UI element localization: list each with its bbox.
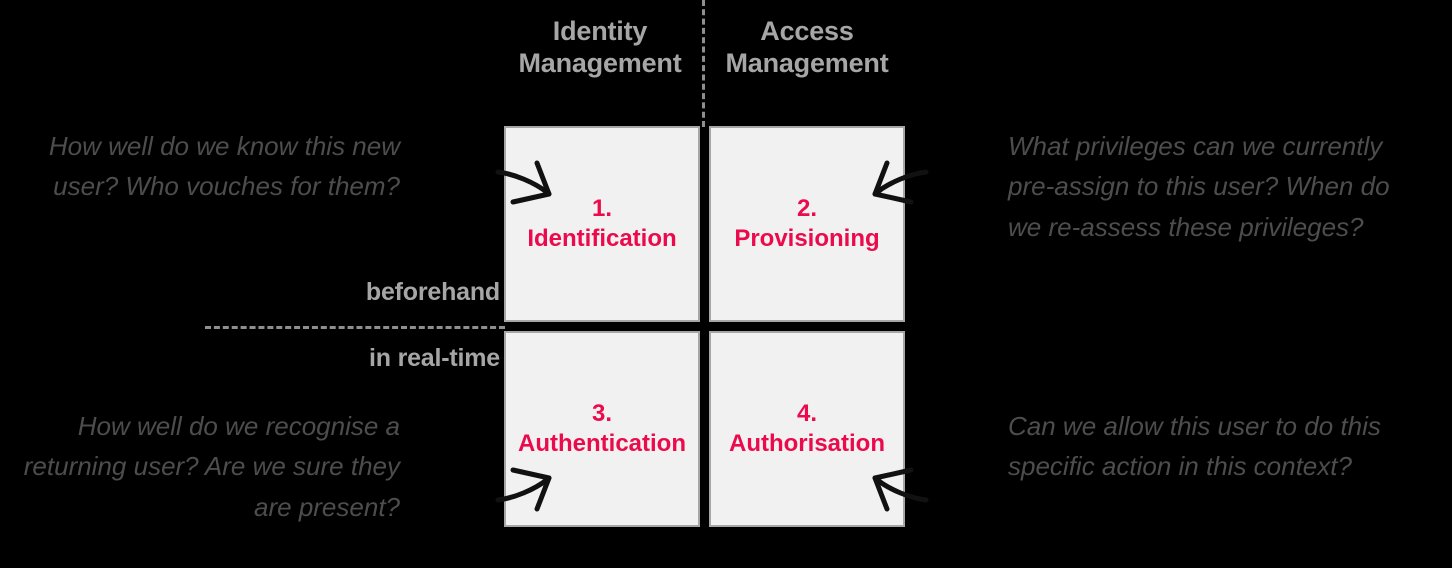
quadrant-box-authorisation[interactable]: 4. Authorisation [709,331,905,527]
quadrant-number-2: 2. [796,195,817,222]
column-header-identity-line1: Identity [552,16,648,46]
quadrant-box-authentication[interactable]: 3. Authentication [504,331,700,527]
vertical-dashed-divider [702,0,705,127]
row-label-in-real-time: in real-time [369,344,500,372]
annotation-bottom-left: How well do we recognise a returning use… [23,411,400,522]
column-header-identity-management: Identity Management [494,16,706,80]
quadrant-number-3: 3. [591,400,612,427]
quadrant-label-provisioning: Provisioning [734,225,880,252]
column-header-access-line1: Access [760,16,854,46]
column-header-access-management: Access Management [706,16,908,80]
column-header-identity-line2: Management [518,47,682,78]
annotation-top-left: How well do we know this new user? Who v… [48,131,400,202]
quadrant-label-identification: Identification [527,225,677,252]
quadrant-box-provisioning[interactable]: 2. Provisioning [709,126,905,322]
annotation-bottom-right: Can we allow this user to do this specif… [1008,411,1381,482]
annotation-top-right: What privileges can we currently pre-ass… [1008,131,1390,242]
row-label-beforehand: beforehand [365,278,500,306]
quadrant-number-4: 4. [796,400,817,427]
quadrant-number-1: 1. [591,195,612,222]
quadrant-label-authentication: Authentication [518,430,686,457]
horizontal-dashed-divider [205,326,505,329]
quadrant-label-authorisation: Authorisation [729,430,885,457]
quadrant-box-identification[interactable]: 1. Identification [504,126,700,322]
column-header-access-line2: Management [725,47,889,78]
